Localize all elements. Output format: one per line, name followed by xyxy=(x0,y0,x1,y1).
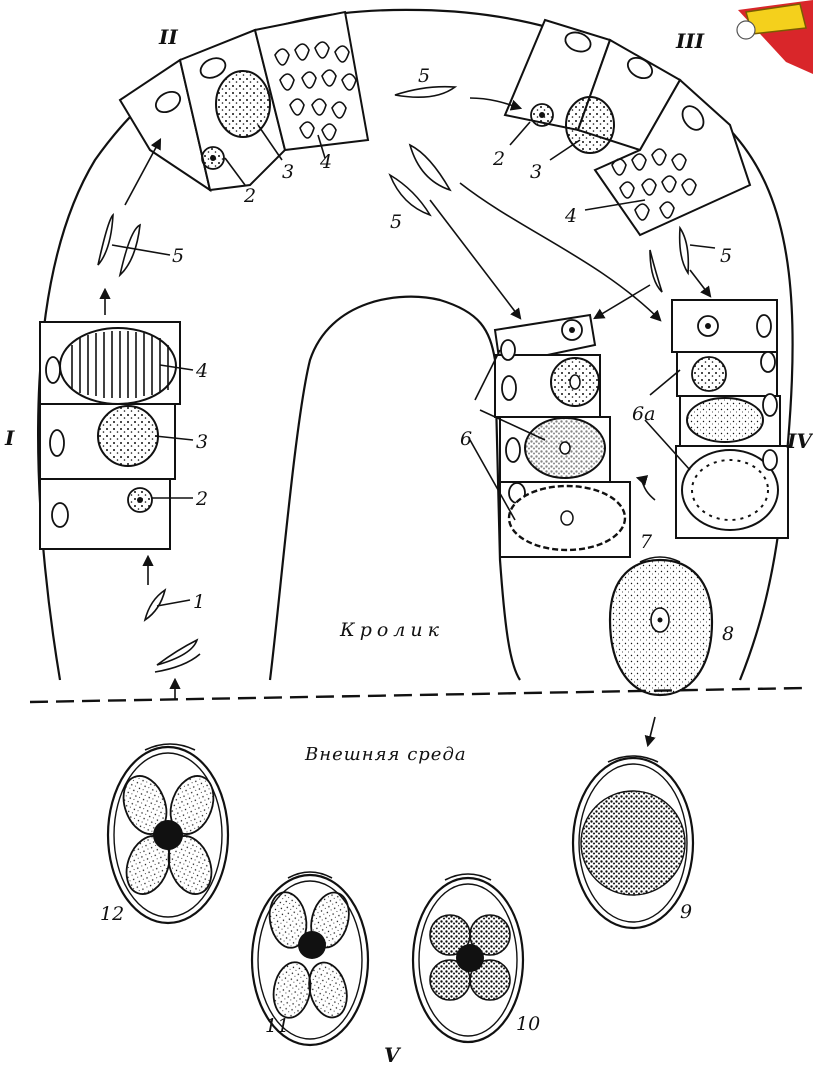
label-8: 8 xyxy=(722,623,734,645)
label-4-right: 4 xyxy=(564,205,577,227)
oocyst-9 xyxy=(573,756,693,928)
epithelium-cells-vi xyxy=(495,315,630,557)
label-4-left: 4 xyxy=(195,360,208,382)
environment-label: Внешняя среда xyxy=(304,744,467,765)
label-10: 10 xyxy=(516,1013,540,1035)
label-4-top: 4 xyxy=(319,151,332,173)
label-roman-i: I xyxy=(4,426,15,450)
schizont-with-merozoites xyxy=(60,328,176,404)
label-roman-ii: II xyxy=(158,25,178,49)
label-12: 12 xyxy=(100,903,124,925)
label-5-left: 5 xyxy=(172,245,184,267)
label-2-top: 2 xyxy=(243,185,256,207)
schizont xyxy=(216,71,270,137)
label-5-right: 5 xyxy=(720,245,732,267)
label-3-left: 3 xyxy=(196,431,208,453)
oocyst-10 xyxy=(413,874,523,1042)
label-2-right: 2 xyxy=(492,148,505,170)
label-9: 9 xyxy=(680,901,692,923)
epithelium-cells-i xyxy=(40,322,180,549)
label-roman-iii: III xyxy=(675,29,705,53)
label-1: 1 xyxy=(193,591,205,613)
oocyst-12 xyxy=(108,744,228,923)
label-11: 11 xyxy=(265,1015,289,1037)
label-5-top: 5 xyxy=(418,65,430,87)
corner-book-icon xyxy=(737,0,813,74)
label-6a: 6а xyxy=(632,403,655,425)
oocyst-8 xyxy=(610,557,712,695)
host-label: Кролик xyxy=(339,619,444,641)
label-roman-iv: IV xyxy=(786,429,813,453)
epithelium-cells-iv xyxy=(672,300,788,538)
label-3-right: 3 xyxy=(530,161,542,183)
label-7: 7 xyxy=(640,531,653,553)
label-6: 6 xyxy=(460,428,472,450)
label-2-left: 2 xyxy=(195,488,208,510)
boundary-line xyxy=(30,688,805,702)
label-roman-v: V xyxy=(384,1043,402,1067)
label-3-top: 3 xyxy=(282,161,294,183)
label-5-mid: 5 xyxy=(390,211,402,233)
